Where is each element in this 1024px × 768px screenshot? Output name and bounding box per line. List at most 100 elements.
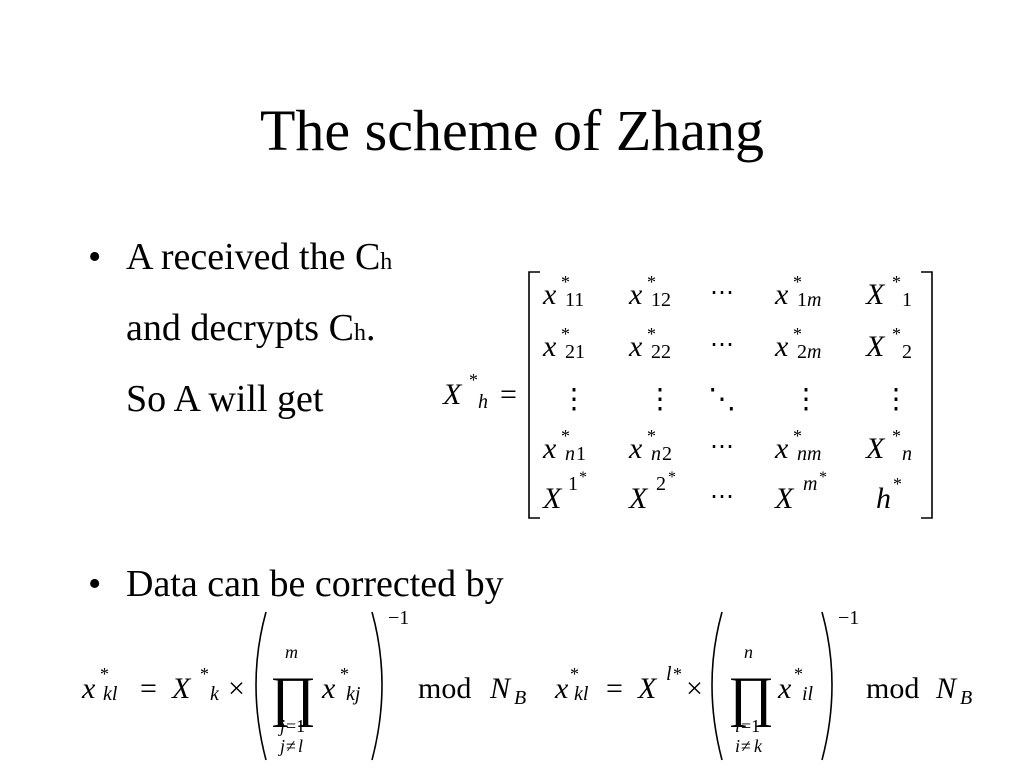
bullet-1-line-3: So A will get <box>126 378 324 420</box>
svg-text:≠: ≠ <box>741 736 751 756</box>
matrix-row-3: ⋮ ⋮ ⋱ ⋮ ⋮ <box>560 384 910 415</box>
svg-text:=1: =1 <box>286 716 305 736</box>
svg-text:=1: =1 <box>741 716 760 736</box>
svg-text:*: * <box>793 324 802 344</box>
svg-text:X: X <box>774 482 795 515</box>
svg-text:=: = <box>140 672 157 705</box>
svg-text:*: * <box>793 272 802 292</box>
svg-text:m: m <box>285 642 298 662</box>
svg-text:mod: mod <box>866 672 919 705</box>
subscript-h: h <box>380 249 393 275</box>
svg-text:kl: kl <box>103 683 118 705</box>
svg-text:i: i <box>735 736 740 756</box>
svg-text:n: n <box>651 443 661 465</box>
svg-text:2: 2 <box>797 341 807 363</box>
formula-1: x * kl = X * k × m ∏ j=1 j≠l x * kj −1 m… <box>81 607 526 761</box>
svg-text:n: n <box>744 642 753 662</box>
svg-text:*: * <box>892 426 901 446</box>
svg-text:x: x <box>774 432 789 465</box>
svg-text:−1: −1 <box>838 607 859 629</box>
svg-text:*: * <box>892 272 901 292</box>
svg-text:X: X <box>865 432 886 465</box>
period: . <box>365 307 376 349</box>
right-bracket <box>921 271 933 519</box>
svg-text:⋯: ⋯ <box>710 332 734 358</box>
svg-text:≠: ≠ <box>286 736 296 756</box>
formula-row: x * kl = X * k × m ∏ j=1 j≠l x * kj −1 m… <box>81 607 972 761</box>
svg-text:21: 21 <box>565 341 585 363</box>
bullet-symbol-2: • <box>88 563 102 605</box>
svg-text:⋱: ⋱ <box>708 384 736 415</box>
svg-text:x: x <box>542 330 557 363</box>
bullet-2-text: Data can be corrected by <box>126 563 504 605</box>
svg-text:B: B <box>514 687 526 709</box>
right-paren-2 <box>821 611 833 761</box>
svg-text:nm: nm <box>797 443 821 465</box>
svg-text:m: m <box>807 289 821 311</box>
svg-text:N: N <box>935 672 958 705</box>
svg-text:*: * <box>819 469 827 486</box>
svg-text:∏: ∏ <box>270 666 316 728</box>
svg-text:N: N <box>489 672 512 705</box>
svg-text:12: 12 <box>651 289 671 311</box>
formula-2: x * kl = X l* × n ∏ i=1 i≠k x * il −1 mo… <box>554 607 972 761</box>
svg-text:x: x <box>81 672 96 705</box>
svg-text:−1: −1 <box>388 607 409 629</box>
svg-text:X: X <box>542 482 563 515</box>
svg-text:=: = <box>606 672 623 705</box>
svg-text:*: * <box>793 426 802 446</box>
svg-text:*: * <box>668 469 676 486</box>
svg-text:⋯: ⋯ <box>710 280 734 306</box>
svg-text:mod: mod <box>418 672 471 705</box>
svg-text:×: × <box>686 672 703 705</box>
svg-text:l: l <box>666 663 672 685</box>
svg-text:2: 2 <box>902 341 912 363</box>
svg-text:*: * <box>893 474 902 494</box>
svg-text:h: h <box>478 391 488 413</box>
svg-text:*: * <box>579 469 587 486</box>
svg-text:X: X <box>865 330 886 363</box>
svg-text:×: × <box>228 672 245 705</box>
svg-text:j: j <box>278 736 285 756</box>
svg-text:*: * <box>647 426 656 446</box>
left-paren <box>255 611 267 761</box>
slide-title: The scheme of Zhang <box>259 98 765 163</box>
left-paren-2 <box>711 611 723 761</box>
bullet-1-line-1: A received the C <box>126 236 381 278</box>
svg-text:1: 1 <box>797 289 807 311</box>
svg-text:1: 1 <box>568 473 578 495</box>
svg-text:2: 2 <box>656 473 666 495</box>
svg-text:l: l <box>298 736 303 756</box>
svg-text:x: x <box>777 672 792 705</box>
svg-text:j: j <box>278 716 285 736</box>
svg-text:x: x <box>542 278 557 311</box>
svg-text:1: 1 <box>902 289 912 311</box>
svg-text:*: * <box>561 426 570 446</box>
svg-text:*: * <box>100 664 109 684</box>
svg-text:x: x <box>628 330 643 363</box>
svg-text:x: x <box>774 278 789 311</box>
svg-text:m: m <box>803 473 817 495</box>
svg-text:⋮: ⋮ <box>882 384 910 415</box>
svg-text:X: X <box>637 672 658 705</box>
svg-text:X: X <box>442 378 463 411</box>
svg-text:h: h <box>876 482 891 515</box>
svg-text:m: m <box>807 341 821 363</box>
svg-text:B: B <box>960 687 972 709</box>
svg-text:*: * <box>469 370 478 390</box>
svg-text:11: 11 <box>565 289 584 311</box>
svg-text:*: * <box>647 272 656 292</box>
svg-text:kl: kl <box>574 683 589 705</box>
svg-text:⋮: ⋮ <box>560 384 588 415</box>
svg-text:X: X <box>865 278 886 311</box>
svg-text:*: * <box>340 664 349 684</box>
svg-text:n: n <box>565 443 575 465</box>
svg-text:2: 2 <box>662 443 672 465</box>
svg-text:i: i <box>735 716 740 736</box>
bullet-2: • Data can be corrected by <box>88 551 504 617</box>
